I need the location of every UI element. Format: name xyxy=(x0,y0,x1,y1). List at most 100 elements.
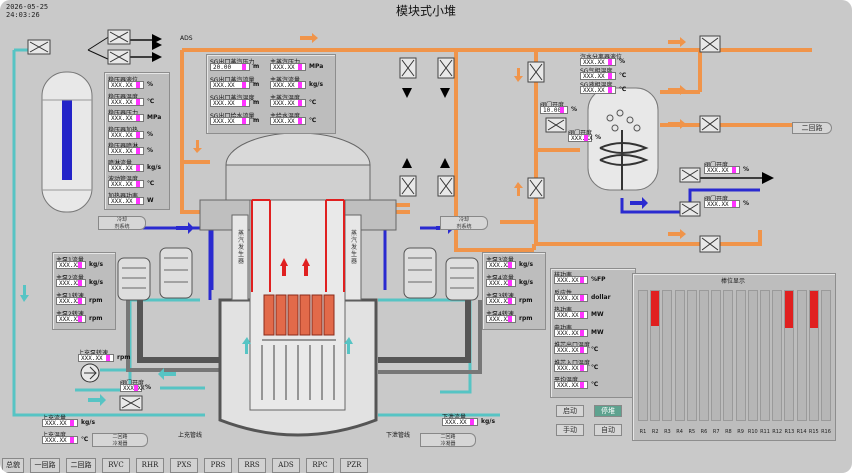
readout-label: 阀门开度 xyxy=(704,194,728,203)
magenta-indicator xyxy=(470,419,474,425)
readout-unit: % xyxy=(595,134,602,141)
magenta-indicator xyxy=(580,347,584,353)
magenta-indicator xyxy=(242,118,246,124)
readout-unit: ℃ xyxy=(619,72,627,79)
bottom-tab-0[interactable]: 总貌 xyxy=(2,458,24,473)
readout-label: SG气相温度 xyxy=(580,66,612,75)
bottom-tab-8[interactable]: ADS xyxy=(272,458,300,473)
auto-button[interactable]: 自动 xyxy=(594,424,622,436)
magenta-indicator xyxy=(580,277,584,283)
magenta-indicator xyxy=(608,87,612,93)
secondary-outlet-button[interactable]: 二回路 xyxy=(792,122,832,134)
bottom-tab-2[interactable]: 二回路 xyxy=(66,458,96,473)
start-button[interactable]: 启动 xyxy=(556,405,584,417)
magenta-indicator xyxy=(584,135,588,141)
bottom-tab-4[interactable]: RHR xyxy=(136,458,164,473)
readout-row: 堆芯入口温度XXX.XX℃ xyxy=(554,358,618,373)
readout-value: XXX.XX xyxy=(704,200,740,208)
rod-bar xyxy=(662,290,673,421)
magenta-indicator xyxy=(78,280,82,286)
readout-row: 阀门开度XXX.XX% xyxy=(568,128,622,143)
rod-bar-label: R12 xyxy=(772,429,783,435)
readout-row: 稳压器温度XXX.XX℃ xyxy=(108,92,174,107)
readout-unit: kg/s xyxy=(89,261,104,268)
sg-label-right: 蒸 汽 发 生 器 xyxy=(350,230,357,265)
magenta-indicator xyxy=(608,73,612,79)
readout-value: XXX.XX xyxy=(56,261,86,269)
readout-row: 核功率XXX.XX%FP xyxy=(554,270,618,285)
bottom-tab-6[interactable]: PRS xyxy=(204,458,232,473)
bottom-tab-1[interactable]: 一回路 xyxy=(30,458,60,473)
readout-row: 平均温度XXX.XX℃ xyxy=(554,375,618,390)
readout-label: 反应性 xyxy=(554,288,572,297)
readout-label: 主泵3转速 xyxy=(486,291,514,300)
left-inlet-button[interactable]: 冷却 剂系统 xyxy=(98,216,146,230)
readout-label: 主蒸汽压力 xyxy=(270,57,300,66)
duct-pipes xyxy=(137,300,471,363)
readout-label: 主蒸汽温度 xyxy=(270,93,300,102)
orange-pipes xyxy=(180,48,812,252)
datetime-readout: 2026-05-25 24:03:26 xyxy=(6,3,49,19)
letdown-condenser-button[interactable]: 二回路 冷凝器 xyxy=(420,433,476,447)
bottom-tab-7[interactable]: RRS xyxy=(238,458,266,473)
rod-bar xyxy=(796,290,807,421)
readout-value: XXX.XX xyxy=(442,418,478,426)
readout-value: XXX.XX xyxy=(56,315,86,323)
bottom-tab-10[interactable]: PZR xyxy=(340,458,368,473)
readout-label: SG液相温度 xyxy=(580,80,612,89)
rod-bar xyxy=(735,290,746,421)
readout-value: XXX.XX xyxy=(704,166,740,174)
bottom-tab-3[interactable]: RVC xyxy=(102,458,130,473)
right-inlet-button[interactable]: 冷却 剂系统 xyxy=(440,216,488,230)
readout-value: XXX.XX xyxy=(580,72,616,80)
readout-unit: % xyxy=(147,81,154,88)
readout-unit: % xyxy=(619,58,626,65)
magenta-indicator xyxy=(608,59,612,65)
readout-row: 主蒸汽温度XXX.XX℃ xyxy=(270,93,336,108)
readout-unit: ℃ xyxy=(309,99,317,106)
readout-row: SG出口蒸汽温度XXX.XXm xyxy=(210,93,280,108)
readout-value: XXX.XX xyxy=(554,381,588,389)
rod-bar-fill xyxy=(809,291,818,329)
reactor-vessel xyxy=(199,132,397,437)
rod-bar xyxy=(760,290,770,421)
magenta-indicator xyxy=(70,420,74,426)
readout-unit: ℃ xyxy=(591,346,599,353)
readout-value: XXX.XX xyxy=(42,419,78,427)
magenta-indicator xyxy=(508,280,512,286)
manual-button[interactable]: 手动 xyxy=(556,424,584,436)
rod-bar-label: R8 xyxy=(725,429,732,435)
rod-bar-label: R9 xyxy=(737,429,744,435)
readout-label: 下泄流量 xyxy=(442,412,466,421)
readout-label: 稳压器压力 xyxy=(108,108,138,117)
rod-bar xyxy=(638,290,648,421)
rod-bar xyxy=(821,290,831,421)
magenta-indicator xyxy=(78,298,82,304)
readout-unit: % xyxy=(147,130,154,138)
readout-value: XXX.XX xyxy=(270,63,306,71)
trip-button[interactable]: 停堆 xyxy=(594,405,622,417)
readout-unit: kg/s xyxy=(309,81,324,88)
readout-value: XXX.XX xyxy=(554,328,588,337)
bottom-tab-9[interactable]: RPC xyxy=(306,458,334,473)
magenta-indicator xyxy=(136,164,140,171)
readout-unit: ℃ xyxy=(619,86,627,93)
rod-bar-fill xyxy=(651,291,660,326)
rod-chart-title: 棒位显示 xyxy=(720,278,745,285)
charging-condenser-button[interactable]: 二回路 冷凝器 xyxy=(92,433,148,447)
rod-bar xyxy=(747,290,758,421)
readout-row: 波动管温度XXX.XX℃ xyxy=(108,174,174,189)
bottom-line-label: 下泄管线 xyxy=(386,432,411,439)
readout-label: 上充温度 xyxy=(42,430,66,439)
bottom-tab-5[interactable]: PXS xyxy=(170,458,198,473)
rod-bar-label: R14 xyxy=(796,429,807,435)
magenta-indicator xyxy=(136,181,140,187)
